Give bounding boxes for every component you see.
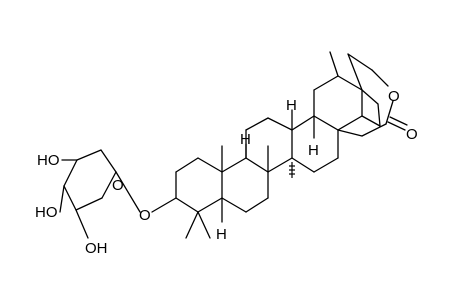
sugar-ring — [63, 149, 117, 211]
c14-methyl — [289, 162, 295, 178]
ring-d — [291, 115, 339, 173]
ring-a — [175, 157, 223, 213]
stereo-bonds — [221, 109, 315, 223]
c4-methyls — [185, 211, 211, 239]
h9-label: H — [240, 131, 251, 148]
h18-label: H — [308, 142, 319, 159]
ring-e-methyls — [329, 51, 363, 91]
lactone-oxygen-label: O — [388, 88, 400, 105]
c2-hydroxyl-label: OH — [85, 240, 108, 257]
h5-label: H — [216, 226, 227, 243]
c4-hydroxyl-label: HO — [37, 152, 60, 169]
ring-b — [221, 157, 269, 213]
h13-label: H — [286, 97, 297, 114]
glycosidic-bond — [115, 171, 177, 213]
lactone — [337, 53, 408, 137]
ring-c — [245, 117, 293, 173]
sugar-hydroxyls — [59, 159, 89, 239]
c3-hydroxyl-label: HO — [35, 204, 58, 221]
glycosidic-oxygen-label: O — [139, 207, 151, 224]
ring-e — [313, 75, 381, 131]
ring-oxygen-label: O — [112, 177, 124, 194]
carbonyl-oxygen-label: O — [406, 126, 418, 143]
